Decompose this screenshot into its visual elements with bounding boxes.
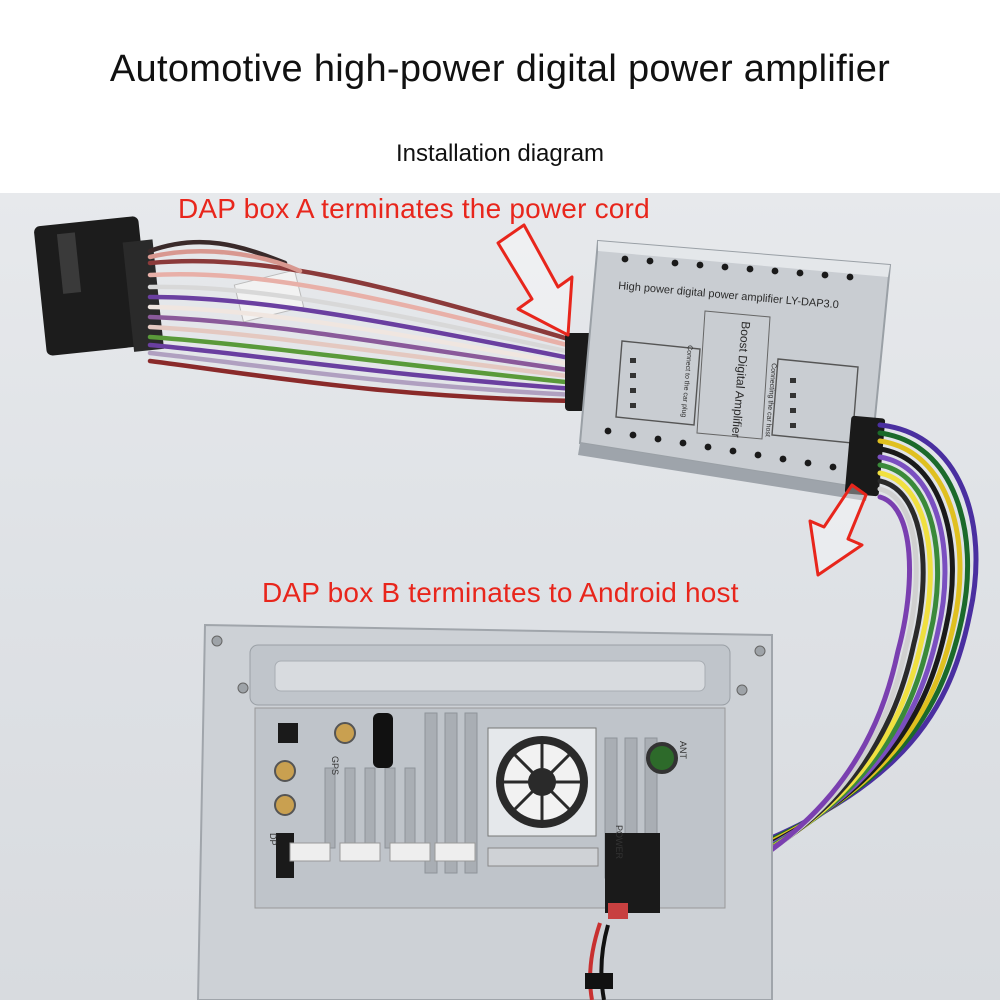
callout-box-b: DAP box B terminates to Android host (262, 577, 739, 608)
power-cord-wires (147, 239, 578, 404)
ant-port-label: ANT (678, 741, 688, 760)
car-plug-connector (34, 216, 164, 356)
box-b-connector (844, 415, 886, 497)
hdmi-port-label: DP (268, 833, 278, 846)
android-head-unit (196, 623, 773, 1000)
page-title: Automotive high-power digital power ampl… (109, 48, 891, 90)
callout-box-a: DAP box A terminates the power cord (178, 193, 650, 224)
gps-port-label: GPS (330, 756, 340, 775)
arrow-b-icon (808, 483, 868, 577)
arrow-a-icon (496, 223, 574, 337)
host-harness-wires (637, 422, 979, 922)
amplifier-box (578, 239, 892, 501)
power-port-label: POWER (614, 825, 624, 860)
page-subtitle: Installation diagram (395, 140, 605, 167)
installation-illustration: High power digital power amplifier LY-DA… (34, 216, 979, 1000)
installation-photo: High power digital power amplifier LY-DA… (0, 193, 1000, 1000)
